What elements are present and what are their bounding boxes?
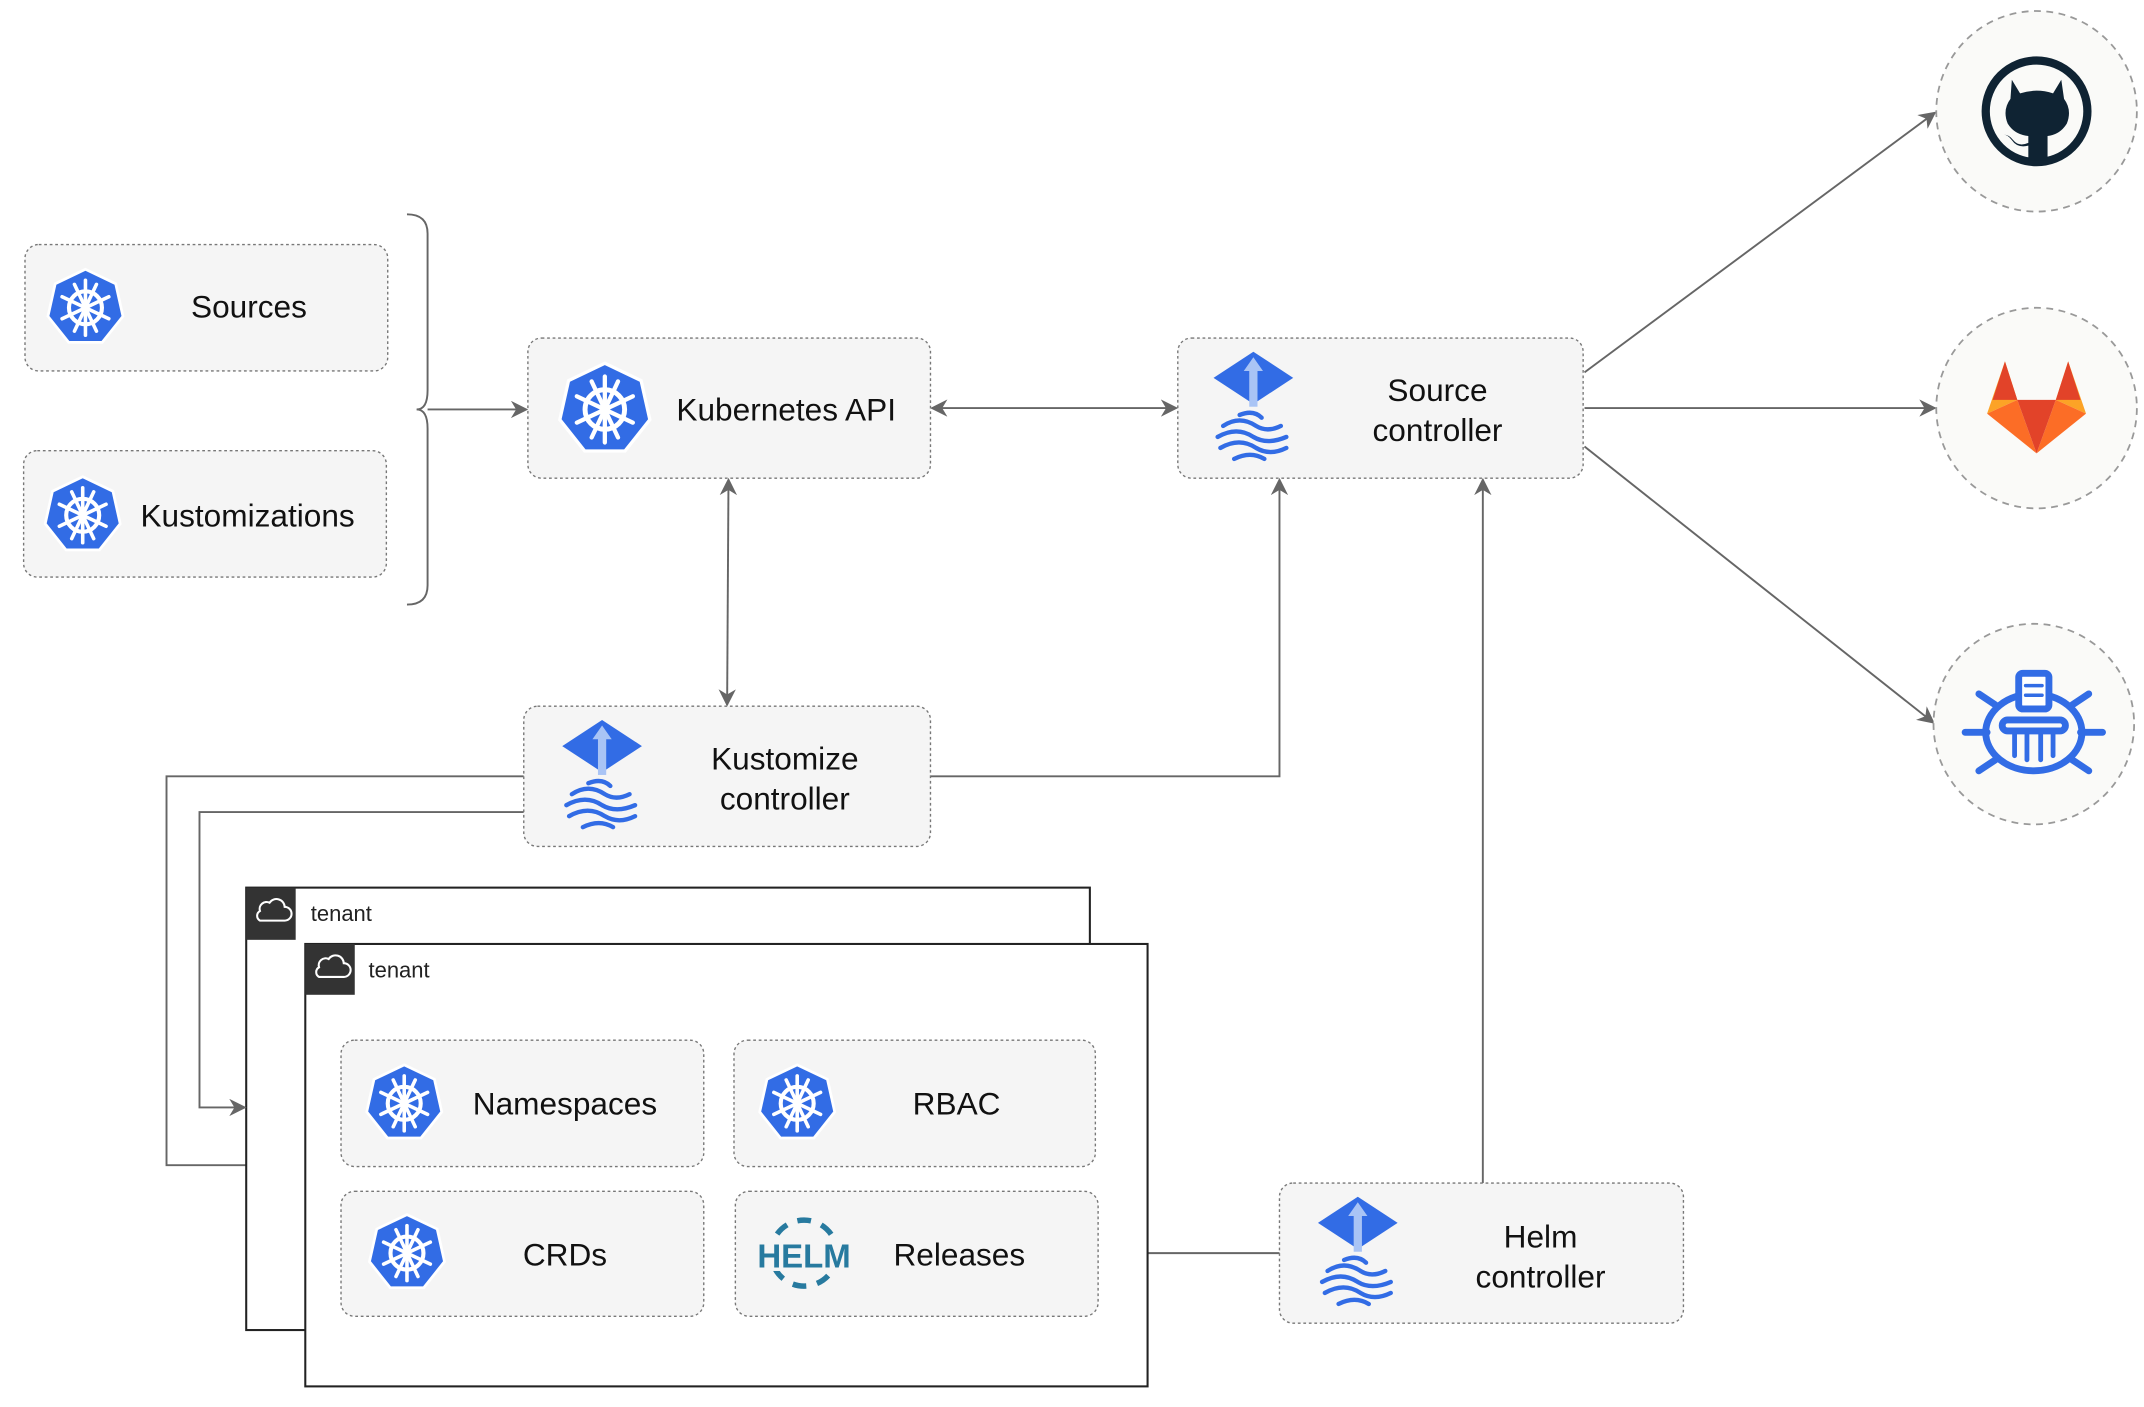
- gitlab-icon: [1987, 361, 2087, 454]
- helm-logo-text: HELM: [757, 1237, 850, 1274]
- node-label-line2: controller: [1373, 412, 1503, 448]
- node-label: RBAC: [913, 1085, 1001, 1121]
- external-gitlab[interactable]: [1935, 306, 2138, 510]
- edge-source-to-bucket: [1583, 445, 1935, 724]
- edge-kustomize-to-tenant-back: [198, 811, 524, 1117]
- node-releases[interactable]: HELM Releases: [734, 1190, 1099, 1318]
- tenant-label: tenant: [311, 901, 372, 926]
- node-kubernetes-api[interactable]: Kubernetes API: [527, 337, 932, 479]
- external-bucket[interactable]: [1932, 622, 2136, 826]
- node-label: CRDs: [523, 1236, 607, 1272]
- edge-kustomize-to-tenant-front: [165, 775, 524, 1174]
- node-label-line2: controller: [720, 780, 850, 816]
- github-icon: [1981, 56, 2092, 167]
- edge-source-to-github: [1583, 111, 1937, 374]
- node-label: Kustomizations: [140, 497, 354, 533]
- node-rbac[interactable]: RBAC: [733, 1039, 1097, 1168]
- node-label: Sources: [191, 288, 307, 324]
- helm-icon: HELM: [757, 1217, 851, 1289]
- node-kustomize-controller[interactable]: Kustomize controller: [523, 705, 932, 848]
- tenant-label: tenant: [369, 958, 430, 983]
- node-helm-controller[interactable]: Helm controller: [1278, 1182, 1685, 1324]
- bracket: [406, 213, 429, 606]
- edge-kustomize-to-source: [930, 477, 1289, 778]
- node-sources[interactable]: Sources: [24, 243, 389, 372]
- edge-api-kustomize-controller: [718, 477, 738, 707]
- node-label-line1: Source: [1387, 372, 1487, 408]
- node-source-controller[interactable]: Source controller: [1177, 337, 1584, 479]
- node-label: Releases: [893, 1236, 1025, 1272]
- external-github[interactable]: [1935, 10, 2138, 213]
- node-crds[interactable]: CRDs: [340, 1190, 705, 1318]
- bucket-icon: [1961, 669, 2106, 775]
- node-label-line2: controller: [1476, 1258, 1606, 1294]
- node-label: Namespaces: [473, 1085, 657, 1121]
- node-label-line1: Kustomize: [711, 740, 858, 776]
- node-kustomizations[interactable]: Kustomizations: [22, 449, 388, 578]
- node-label: Kubernetes API: [676, 391, 896, 427]
- node-label-line1: Helm: [1504, 1219, 1578, 1255]
- node-namespaces[interactable]: Namespaces: [340, 1039, 705, 1168]
